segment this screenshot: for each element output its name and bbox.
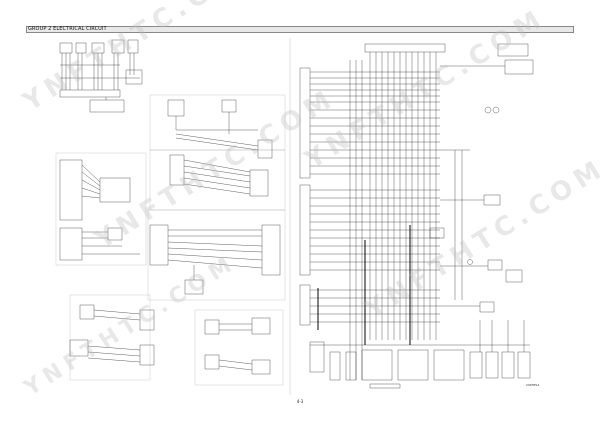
top-connector-row [349, 43, 446, 380]
left-controller-block [55, 152, 147, 266]
main-controller-column [299, 67, 440, 326]
center-harness-block [147, 94, 286, 301]
page-number: 4-3 [296, 399, 304, 404]
drawing-code: 29P3ES4 [526, 383, 540, 387]
page-title: GROUP 2 ELECTRICAL CIRCUIT [28, 26, 107, 32]
header-bar [26, 26, 574, 33]
fuse-relay-block [59, 39, 143, 113]
bottom-left-block [69, 294, 284, 386]
right-side-components [429, 43, 534, 313]
power-bus-lines [317, 225, 411, 345]
bottom-connector-row [309, 320, 531, 389]
